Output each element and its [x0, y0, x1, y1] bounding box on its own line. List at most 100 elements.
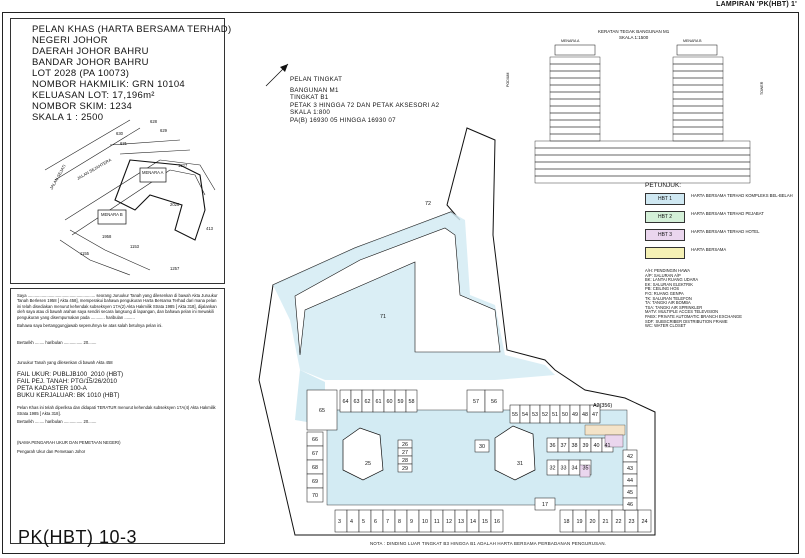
unit-label: 24 — [642, 519, 648, 525]
cert-text: Bahawa saya bertanggungjawab sepenuhnya … — [17, 323, 163, 329]
unit-label: 47 — [592, 412, 598, 418]
ref-label: 629 — [160, 128, 168, 133]
legend-item: HBT 2 HARTA BERSAMA TERHAD PEJABAT — [645, 211, 764, 225]
tower-label: MENARA A — [142, 170, 164, 175]
abbr-line: TA: TANGKI AIR BOMBA — [645, 300, 691, 306]
certification-panel: Saya ...................................… — [10, 288, 225, 544]
lampiran-header: LAMPIRAN 'PK(HBT) 1' — [716, 1, 797, 8]
legend-text: HARTA BERSAMA — [691, 247, 727, 252]
ref-label: 630 — [116, 131, 124, 136]
unit-label: 34 — [572, 466, 578, 472]
north-arrow-icon — [265, 63, 289, 87]
pelan-line: TINGKAT B1 — [290, 94, 329, 101]
unit-label: 15 — [482, 519, 488, 525]
legend-item: HBT 1 HARTA BERSAMA TERHAD KOMPLEKS BEL-… — [645, 193, 793, 207]
unit-label: 4 — [350, 519, 353, 525]
unit-label: 35 — [583, 466, 589, 472]
unit-label: 20 — [590, 519, 596, 525]
unit-label: 49 — [572, 412, 578, 418]
unit-label: 71 — [380, 314, 386, 320]
pelan-line: PELAN TINGKAT — [290, 76, 343, 83]
info-line: NEGERI JOHOR — [32, 35, 108, 46]
abbr-line: EK: SALURAN ELEKTRIK — [645, 281, 694, 287]
pelan-line: SKALA 1:800 — [290, 109, 331, 116]
tower-label: MENARA B — [101, 212, 123, 217]
unit-label: 59 — [398, 399, 404, 405]
cert-text: Bertarikh ........ haribulan ...........… — [17, 340, 97, 346]
unit-label: 38 — [572, 443, 578, 449]
unit-label: 63 — [354, 399, 360, 405]
cert-text: Pelan Khas ini telah diperiksa dan didap… — [17, 405, 216, 416]
legend: PETUNJUK: HBT 1 HARTA BERSAMA TERHAD KOM… — [645, 182, 793, 329]
right-label: TOWER — [760, 81, 764, 95]
abbr-line: TK: SALURAN TELEFON — [645, 295, 692, 301]
unit-label: 26 — [402, 442, 408, 448]
file-line: FAIL PEJ. TANAH: PTG/15/26/2010 — [17, 378, 117, 386]
cert-text: Pengarah Ukur dan Pemetaan Johor — [17, 448, 86, 454]
ref-label: 1155 — [80, 251, 90, 256]
unit-label: 65 — [319, 408, 325, 414]
unit-label: 39 — [583, 443, 589, 449]
info-line: LOT 2028 (PA 10073) — [32, 68, 130, 79]
unit-box — [306, 389, 338, 431]
unit-label: 72 — [425, 201, 431, 207]
unit-label: 69 — [312, 479, 318, 485]
file-line: BUKU KERJALUAR: BK 1010 (HBT) — [17, 392, 120, 400]
abbr-line: A/H: PENDINGIN HAWA — [645, 268, 690, 273]
legend-item: HBT 3 HARTA BERSAMA TERHAD HOTEL — [645, 229, 759, 243]
legend-text: HARTA BERSAMA TERHAD HOTEL — [691, 229, 760, 234]
location-panel — [10, 18, 225, 284]
ref-label: 628 — [150, 119, 158, 124]
abbr-line: PB: CEILING HOS — [645, 286, 680, 292]
pelan-line: PA(B) 16930 05 HINGGA 16930 07 — [290, 116, 396, 124]
unit-label: 56 — [491, 399, 497, 405]
unit-label: 8 — [398, 519, 401, 525]
unit-label: 61 — [376, 399, 382, 405]
info-line: DAERAH JOHOR BAHRU — [32, 46, 149, 57]
survey-files: FAIL UKUR: PUBLJB100_2010 (HBT) FAIL PEJ… — [17, 371, 218, 399]
unit-label: 37 — [561, 443, 567, 449]
section-title: KERATAN TEGAK BANGUNAN M1 SKALA 1:1500 — [598, 29, 669, 41]
unit-box — [622, 497, 638, 511]
road-label: JALAN SEJAHTERA — [76, 157, 112, 181]
section-scale: SKALA 1:1500 — [618, 35, 649, 40]
road-label: JALAN SEJATI — [49, 164, 67, 191]
plan-note: NOTA : DINDING LUAR TINGKAT B3 HINGGA B1… — [370, 541, 607, 546]
unit-label: 32 — [550, 466, 556, 472]
unit-label: 44 — [627, 478, 633, 484]
unit-label: 31 — [517, 461, 523, 467]
unit-box — [474, 439, 490, 453]
unit-label: 67 — [312, 451, 318, 457]
ref-label: 1958 — [102, 234, 112, 239]
info-line: BANDAR JOHOR BAHRU — [32, 57, 149, 68]
unit-box — [484, 389, 504, 413]
unit-box — [534, 497, 556, 511]
unit-label: 23 — [629, 519, 635, 525]
cert-text: Saya ...................................… — [17, 293, 218, 320]
info-line: PELAN KHAS (HARTA BERSAMA TERHAD) — [32, 24, 232, 35]
unit-label: 66 — [312, 437, 318, 443]
legend-title: PETUNJUK: — [645, 182, 682, 189]
unit-label: 46 — [627, 502, 633, 508]
unit-label: 11 — [434, 519, 440, 525]
unit-label: 6 — [374, 519, 377, 525]
unit-label: 60 — [387, 399, 393, 405]
ref-label: 2028 — [170, 202, 180, 207]
legend-item: HARTA BERSAMA — [645, 247, 742, 261]
unit-label: 40 — [594, 443, 600, 449]
unit-label: 3 — [338, 519, 341, 525]
legend-swatch-hbt3: HBT 3 — [645, 229, 685, 241]
unit-label: 28 — [402, 458, 408, 464]
unit-box — [405, 389, 418, 413]
info-line: KELUASAN LOT: 17,196m² — [32, 90, 155, 101]
unit-box — [358, 509, 372, 533]
unit-label: 70 — [312, 493, 318, 499]
unit-box — [382, 509, 396, 533]
building-section: MENARA A MENARA B PODIUM TOWER — [506, 39, 764, 184]
section-heading: KERATAN TEGAK BANGUNAN M1 — [598, 29, 670, 34]
unit-label: 29 — [402, 466, 408, 472]
unit-label: 9 — [410, 519, 413, 525]
unit-label: 57 — [473, 399, 479, 405]
unit-label: 12 — [446, 519, 452, 525]
unit-label: 54 — [522, 412, 528, 418]
